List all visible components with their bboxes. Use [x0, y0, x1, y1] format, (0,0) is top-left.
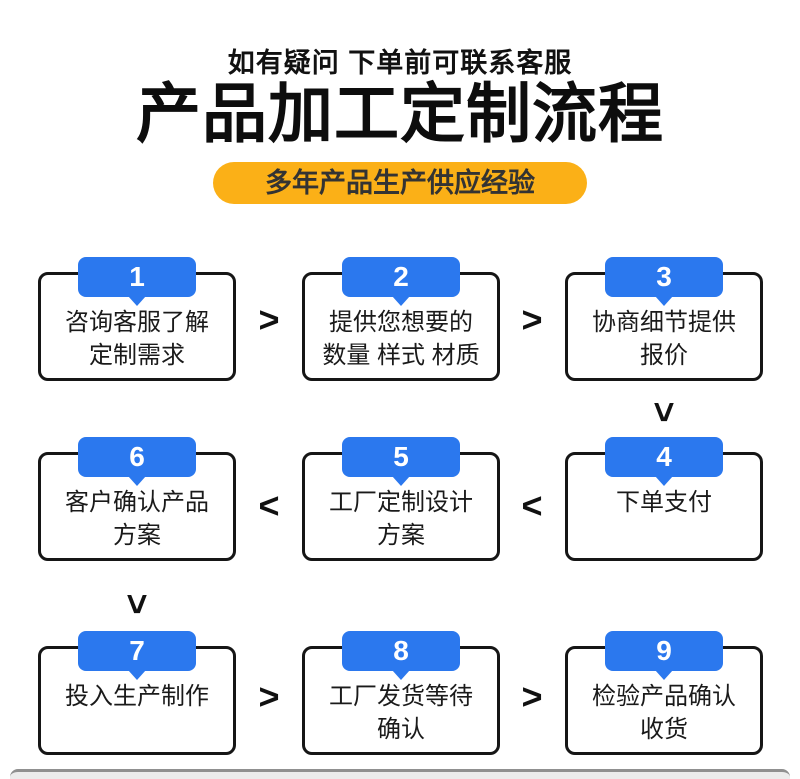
flow-arrow-right-icon: > — [258, 299, 280, 340]
step-card-5: 5 工厂定制设计 方案 — [302, 437, 500, 561]
step-text-line: 数量 样式 材质 — [322, 342, 480, 369]
step-text: 投入生产制作 — [41, 680, 233, 713]
badge-pointer-icon — [128, 670, 146, 680]
badge-pointer-icon — [128, 296, 146, 306]
page-title: 产品加工定制流程 — [135, 77, 664, 150]
step-badge-8: 8 — [342, 631, 460, 680]
step-badge-6: 6 — [78, 437, 196, 486]
step-number: 6 — [129, 441, 145, 472]
step-text-line: 提供您想要的 — [329, 309, 473, 336]
step-badge-9: 9 — [605, 631, 723, 680]
step-text: 工厂发货等待 确认 — [305, 680, 497, 746]
step-number: 2 — [393, 261, 409, 292]
step-badge-3: 3 — [605, 257, 723, 306]
contact-service-note: 如有疑问 下单前可联系客服 — [227, 48, 573, 78]
step-text-line: 协商细节提供 — [592, 309, 736, 336]
badge-pointer-icon — [392, 296, 410, 306]
step-card-1: 1 咨询客服了解 定制需求 — [38, 257, 236, 381]
step-badge-4: 4 — [605, 437, 723, 486]
step-number: 4 — [656, 441, 672, 472]
step-text-line: 检验产品确认 — [592, 683, 736, 710]
next-section-edge — [10, 769, 790, 779]
step-text-line: 方案 — [377, 522, 425, 549]
badge-pointer-icon — [655, 476, 673, 486]
step-text: 咨询客服了解 定制需求 — [41, 306, 233, 372]
step-text-line: 咨询客服了解 — [65, 309, 209, 336]
experience-badge: 多年产品生产供应经验 — [213, 162, 587, 204]
step-number: 7 — [129, 635, 145, 666]
badge-pointer-icon — [392, 476, 410, 486]
step-number: 8 — [393, 635, 409, 666]
step-badge-7: 7 — [78, 631, 196, 680]
step-badge-2: 2 — [342, 257, 460, 306]
step-text: 工厂定制设计 方案 — [305, 486, 497, 552]
flow-arrow-left-icon: < — [521, 485, 543, 526]
step-card-3: 3 协商细节提供 报价 — [565, 257, 763, 381]
flow-arrow-right-icon: > — [258, 676, 280, 717]
step-card-2: 2 提供您想要的 数量 样式 材质 — [302, 257, 500, 381]
step-card-8: 8 工厂发货等待 确认 — [302, 631, 500, 755]
step-text-line: 定制需求 — [89, 342, 185, 369]
step-text-line: 客户确认产品 — [65, 489, 209, 516]
step-number: 9 — [656, 635, 672, 666]
flow-arrow-down-icon: > — [644, 401, 685, 423]
badge-pointer-icon — [655, 296, 673, 306]
badge-pointer-icon — [655, 670, 673, 680]
step-badge-5: 5 — [342, 437, 460, 486]
step-text: 提供您想要的 数量 样式 材质 — [305, 306, 497, 372]
flow-arrow-right-icon: > — [521, 299, 543, 340]
step-text: 协商细节提供 报价 — [568, 306, 760, 372]
step-badge-1: 1 — [78, 257, 196, 306]
step-number: 5 — [393, 441, 409, 472]
step-text-line: 投入生产制作 — [65, 683, 209, 710]
step-text-line: 下单支付 — [616, 489, 712, 516]
flow-arrow-down-icon: > — [117, 593, 158, 615]
step-text: 检验产品确认 收货 — [568, 680, 760, 746]
step-card-6: 6 客户确认产品 方案 — [38, 437, 236, 561]
step-card-9: 9 检验产品确认 收货 — [565, 631, 763, 755]
step-text: 客户确认产品 方案 — [41, 486, 233, 552]
step-text-line: 工厂定制设计 — [329, 489, 473, 516]
flow-arrow-right-icon: > — [521, 676, 543, 717]
step-number: 3 — [656, 261, 672, 292]
step-card-4: 4 下单支付 — [565, 437, 763, 561]
step-text-line: 确认 — [377, 716, 425, 743]
step-number: 1 — [129, 261, 145, 292]
step-text-line: 方案 — [113, 522, 161, 549]
flow-arrow-left-icon: < — [258, 485, 280, 526]
badge-pointer-icon — [392, 670, 410, 680]
badge-pointer-icon — [128, 476, 146, 486]
step-card-7: 7 投入生产制作 — [38, 631, 236, 755]
step-text-line: 收货 — [640, 716, 688, 743]
step-text-line: 报价 — [640, 342, 688, 369]
step-text-line: 工厂发货等待 — [329, 683, 473, 710]
step-text: 下单支付 — [568, 486, 760, 519]
